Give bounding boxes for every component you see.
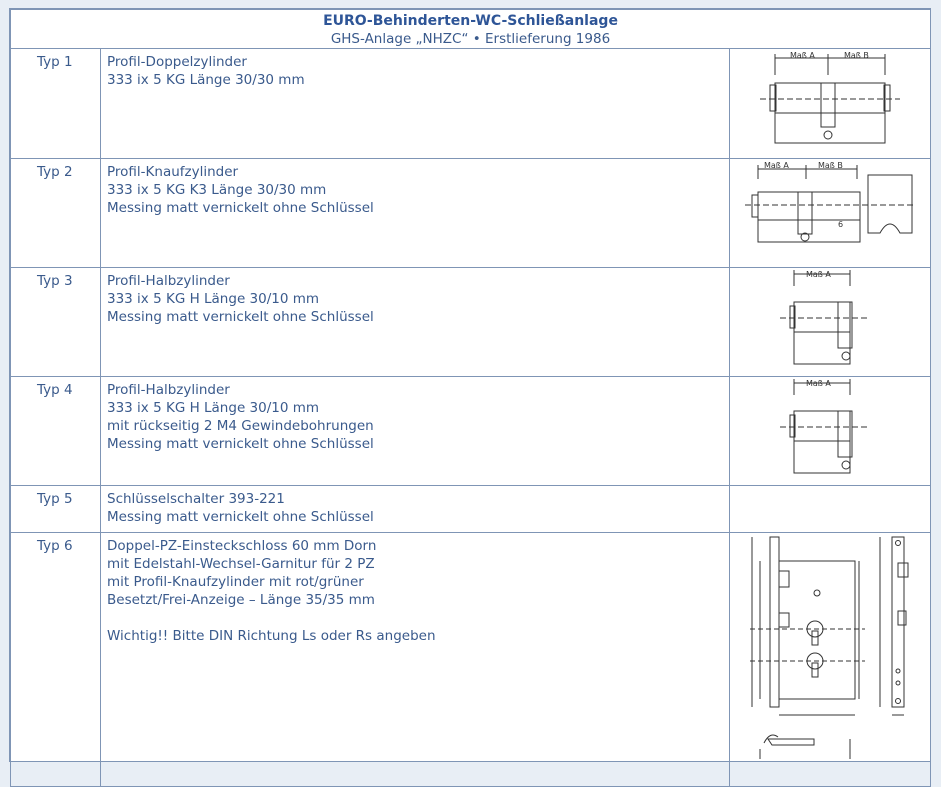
table-row: Typ 3 Profil-Halbzylinder 333 ix 5 KG H … [10, 267, 931, 377]
description-line: Schlüsselschalter 393-221 [107, 491, 285, 507]
mortise-lock-drawing [750, 536, 909, 759]
dim-label: 6 [838, 220, 843, 229]
dim-label: Maß B [844, 51, 869, 60]
half-cylinder-drawing: Maß A [780, 379, 870, 474]
product-table: EURO-Behinderten-WC-Schließanlage GHS-An… [10, 9, 931, 787]
description-cell: Profil-Knaufzylinder 333 ix 5 KG K3 Läng… [100, 158, 730, 268]
typ-cell: Typ 1 [10, 48, 101, 159]
dim-label: Maß A [806, 270, 831, 279]
description-line: 333 ix 5 KG Länge 30/30 mm [107, 72, 305, 88]
double-cylinder-drawing: Maß A Maß B [760, 51, 900, 144]
description-line: Profil-Knaufzylinder [107, 164, 239, 180]
knob-cylinder-drawing: Maß A Maß B 6 [745, 161, 915, 243]
description-line: mit Profil-Knaufzylinder mit rot/grüner [107, 574, 364, 590]
table-row: Typ 5 Schlüsselschalter 393-221 Messing … [10, 485, 931, 533]
drawing-cell: Maß A [729, 376, 931, 486]
table-header-cell: EURO-Behinderten-WC-Schließanlage GHS-An… [10, 9, 931, 49]
description-line: 333 ix 5 KG H Länge 30/10 mm [107, 291, 320, 307]
page-subtitle: GHS-Anlage „NHZC“ • Erstlieferung 1986 [330, 31, 611, 47]
description-line: Profil-Halbzylinder [107, 382, 230, 398]
description-cell: Doppel-PZ-Einsteckschloss 60 mm Dorn mit… [100, 532, 730, 787]
table-row: Typ 4 Profil-Halbzylinder 333 ix 5 KG H … [10, 376, 931, 486]
description-line: Messing matt vernickelt ohne Schlüssel [107, 309, 374, 325]
description-line: 333 ix 5 KG K3 Länge 30/30 mm [107, 182, 327, 198]
description-cell: Schlüsselschalter 393-221 Messing matt v… [100, 485, 730, 533]
description-line: mit Edelstahl-Wechsel-Garnitur für 2 PZ [107, 556, 375, 572]
description-line: 333 ix 5 KG H Länge 30/10 mm [107, 400, 320, 416]
dim-label: Maß A [790, 51, 815, 60]
drawing-cell: Maß A Maß B [729, 48, 931, 159]
page-title: EURO-Behinderten-WC-Schließanlage [323, 13, 618, 29]
description-cell: Profil-Halbzylinder 333 ix 5 KG H Länge … [100, 267, 730, 377]
typ-cell: Typ 4 [10, 376, 101, 486]
description-line: Profil-Doppelzylinder [107, 54, 247, 70]
typ-cell: Typ 2 [10, 158, 101, 268]
drawing-cell: Maß A [729, 267, 931, 377]
drawing-cell [729, 485, 931, 533]
dim-label: Maß B [818, 161, 843, 170]
table-row: Typ 6 Doppel-PZ-Einsteckschloss 60 mm Do… [10, 532, 931, 787]
typ-cell: Typ 3 [10, 267, 101, 377]
typ-cell: Typ 5 [10, 485, 101, 533]
table-row: Typ 1 Profil-Doppelzylinder 333 ix 5 KG … [10, 48, 931, 159]
half-cylinder-drawing: Maß A [780, 270, 870, 365]
dim-label: Maß A [806, 379, 831, 388]
description-line: Messing matt vernickelt ohne Schlüssel [107, 436, 374, 452]
drawing-cell [729, 532, 931, 787]
dim-label: Maß A [764, 161, 789, 170]
table-header-row: EURO-Behinderten-WC-Schließanlage GHS-An… [10, 9, 931, 49]
description-cell: Profil-Doppelzylinder 333 ix 5 KG Länge … [100, 48, 730, 159]
table-row: Typ 2 Profil-Knaufzylinder 333 ix 5 KG K… [10, 158, 931, 268]
drawing-cell: Maß A Maß B 6 [729, 158, 931, 268]
table-frame: EURO-Behinderten-WC-Schließanlage GHS-An… [9, 8, 931, 787]
description-cell: Profil-Halbzylinder 333 ix 5 KG H Länge … [100, 376, 730, 486]
description-line: Besetzt/Frei-Anzeige – Länge 35/35 mm [107, 592, 375, 608]
description-spacer [107, 609, 729, 627]
description-line: Profil-Halbzylinder [107, 273, 230, 289]
description-note: Wichtig!! Bitte DIN Richtung Ls oder Rs … [107, 628, 436, 644]
description-line: Messing matt vernickelt ohne Schlüssel [107, 200, 374, 216]
description-line: mit rückseitig 2 M4 Gewindebohrungen [107, 418, 374, 434]
typ-cell: Typ 6 [10, 532, 101, 787]
description-line: Doppel-PZ-Einsteckschloss 60 mm Dorn [107, 538, 377, 554]
description-line: Messing matt vernickelt ohne Schlüssel [107, 509, 374, 525]
